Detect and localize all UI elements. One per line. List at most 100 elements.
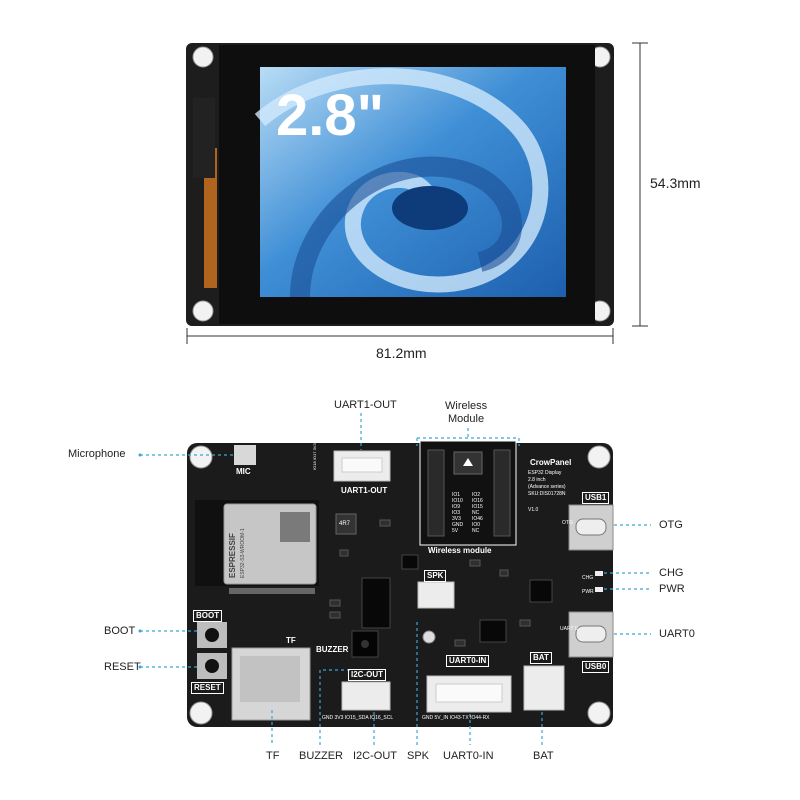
silk-wireless-module: Wireless module [428, 546, 492, 555]
silk-otg-small: OTG [562, 520, 573, 526]
silk-part-marking: 4R7 [339, 521, 351, 527]
silk-buzzer: BUZZER [316, 645, 349, 654]
silk-spk: SPK [424, 570, 447, 582]
silk-crowpanel: CrowPanel [530, 458, 572, 467]
label-otg: OTG [659, 519, 683, 531]
esp-module-brand: ESPRESSIF [228, 533, 237, 578]
label-uart0-in: UART0-IN [443, 750, 494, 762]
silk-i2c-out: I2C-OUT [348, 669, 386, 681]
pcb-hole-tl [189, 445, 213, 469]
label-uart0: UART0 [659, 628, 695, 640]
silk-pwr-led: PWR [582, 589, 594, 595]
pcb-hole-tr [587, 445, 611, 469]
fpc-strip [204, 148, 217, 288]
usb1-port-slot [575, 518, 607, 536]
pin-col-2: IO2 IO16 IO15 NC IO46 IO0 NC [472, 492, 492, 534]
silk-uart0-small: UART 0 [560, 626, 578, 632]
silk-uart-pins: GND 5V_IN IO43-TX IO44-RX [422, 715, 490, 721]
label-chg: CHG [659, 567, 684, 579]
silk-uart0-in: UART0-IN [446, 655, 490, 667]
screen-swirl-2 [290, 156, 522, 298]
esp-module-name: ESP32-S3-WROOM-1 [240, 528, 246, 578]
silk-version: V1.0 [528, 507, 539, 513]
label-pwr: PWR [659, 583, 685, 595]
silk-boot: BOOT [193, 610, 223, 622]
screen-swirl-core [392, 186, 468, 230]
mount-hole-tl [192, 46, 214, 68]
ic-chip-1 [361, 577, 391, 629]
ic-chip-4 [401, 554, 419, 570]
pin-label: 5V [452, 528, 459, 534]
spk-connector [417, 581, 455, 609]
pin-label: IO15 [472, 504, 483, 510]
pin-label: NC [472, 528, 480, 534]
side-connector [193, 98, 215, 178]
trim-component [422, 630, 436, 644]
pin-label: IO0 [472, 522, 481, 528]
mic-component [234, 445, 256, 465]
label-spk: SPK [407, 750, 430, 762]
silk-reset: RESET [191, 682, 224, 694]
pin-label: IO46 [472, 516, 483, 522]
wireless-header-pins [427, 449, 511, 537]
mount-hole-bl [192, 300, 214, 322]
label-reset: RESET [104, 661, 141, 673]
label-uart1-out: UART1-OUT [334, 399, 397, 411]
smd-components [329, 519, 531, 647]
uart0-in-connector-slot [435, 683, 503, 703]
silk-tf: TF [286, 636, 296, 645]
chg-led [595, 571, 603, 576]
silk-uart1-pins: IO18 IO17 3V3 GND [312, 433, 317, 470]
screen-size-label: 2.8" [276, 83, 385, 148]
silk-chg-led: CHG [582, 575, 594, 581]
pin-label: IO10 [452, 498, 463, 504]
label-i2c-out: I2C-OUT [353, 750, 397, 762]
bat-connector [523, 665, 565, 711]
pin-label: 3V3 [452, 516, 461, 522]
silk-board-info-3: (Advance series) [528, 484, 566, 490]
pin-label: IO2 [472, 492, 481, 498]
reset-button-cap [205, 659, 219, 673]
silk-board-info-2: 2.8 inch [528, 477, 546, 483]
silk-bat: BAT [530, 652, 552, 664]
inductor [335, 513, 357, 535]
label-wireless-module-2: Module [448, 413, 485, 425]
esp32-qr-code [280, 512, 310, 542]
height-dimension-label: 54.3mm [650, 175, 701, 191]
boot-button-cap [205, 628, 219, 642]
ic-chip-3 [529, 579, 553, 603]
ic-chip-2 [479, 619, 507, 643]
label-microphone: Microphone [68, 448, 126, 460]
silk-uart1-out: UART1-OUT [341, 486, 388, 495]
buzzer-hole [361, 640, 369, 648]
pin-label: IO3 [452, 510, 461, 516]
pin-label: NC [472, 510, 480, 516]
pin-col-1: IO1 IO10 IO9 IO3 3V3 GND 5V [452, 492, 472, 534]
label-tf: TF [266, 750, 280, 762]
pin-label: IO16 [472, 498, 483, 504]
silk-board-info-4: SKU:DIS01728N [528, 491, 566, 497]
esp32-pads [229, 588, 315, 594]
tf-card-slot-inner [240, 656, 300, 702]
label-buzzer: BUZZER [299, 750, 343, 762]
i2c-out-connector [341, 681, 391, 711]
pin-label: IO1 [452, 492, 461, 498]
silk-board-info-1: ESP32 Display [528, 470, 562, 476]
silk-i2c-pins: GND 3V3 IO15_SDA IO16_SCL [322, 715, 394, 721]
pcb-hole-br [587, 701, 611, 725]
pin-label: IO9 [452, 504, 461, 510]
wireless-arrow-icon [463, 458, 473, 466]
callout-lines [140, 413, 651, 745]
usb0-port-slot [575, 625, 607, 643]
width-dimension-label: 81.2mm [376, 345, 427, 361]
uart1-connector-slot [341, 457, 383, 473]
label-boot: BOOT [104, 625, 136, 637]
silk-usb1: USB1 [582, 492, 610, 504]
pwr-led [595, 587, 603, 592]
label-bat: BAT [533, 750, 554, 762]
pin-label: GND [452, 522, 464, 528]
silk-usb0: USB0 [582, 661, 610, 673]
silk-mic: MIC [236, 467, 251, 476]
